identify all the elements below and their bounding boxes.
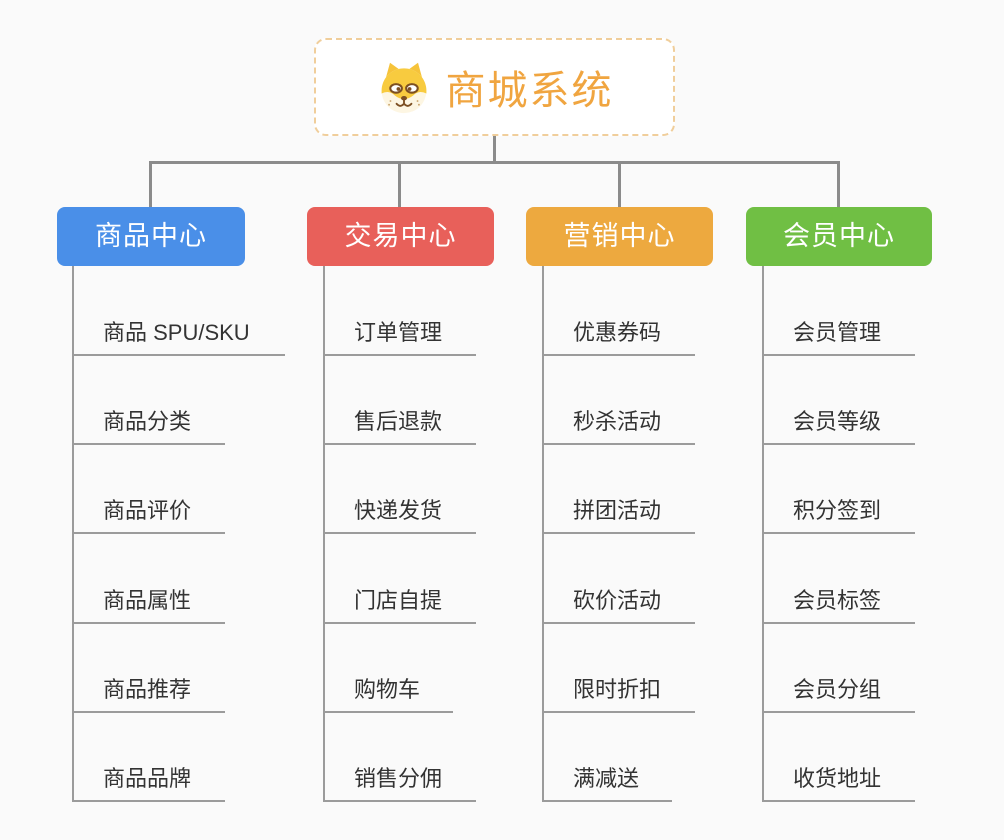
leaf-item[interactable]: 限时折扣 bbox=[543, 678, 695, 713]
branch-node-member-center[interactable]: 会员中心 bbox=[746, 207, 932, 266]
leaf-item[interactable]: 积分签到 bbox=[763, 499, 915, 534]
connector-drop-marketing bbox=[618, 161, 621, 207]
branch-node-trade-center[interactable]: 交易中心 bbox=[307, 207, 494, 266]
leaf-item[interactable]: 商品品牌 bbox=[73, 767, 225, 802]
leaf-item[interactable]: 商品推荐 bbox=[73, 678, 225, 713]
trunk-line-marketing bbox=[542, 266, 544, 802]
leaf-item[interactable]: 商品 SPU/SKU bbox=[73, 321, 285, 356]
connector-root-vertical bbox=[493, 136, 496, 163]
trunk-line-product bbox=[72, 266, 74, 802]
root-node[interactable]: 商城系统 bbox=[314, 38, 675, 136]
leaf-item[interactable]: 订单管理 bbox=[324, 321, 476, 356]
leaf-item[interactable]: 满减送 bbox=[543, 767, 672, 802]
leaf-item[interactable]: 秒杀活动 bbox=[543, 410, 695, 445]
leaf-item[interactable]: 收货地址 bbox=[763, 767, 915, 802]
root-title: 商城系统 bbox=[445, 69, 614, 113]
leaf-item[interactable]: 商品评价 bbox=[73, 499, 225, 534]
leaf-item[interactable]: 会员标签 bbox=[763, 589, 915, 624]
leaf-item[interactable]: 会员等级 bbox=[763, 410, 915, 445]
leaf-item[interactable]: 会员管理 bbox=[763, 321, 915, 356]
leaf-item[interactable]: 拼团活动 bbox=[543, 499, 695, 534]
dog-logo-icon bbox=[381, 62, 426, 114]
leaf-item[interactable]: 砍价活动 bbox=[543, 589, 695, 624]
trunk-line-member bbox=[762, 266, 764, 802]
branch-node-product-center[interactable]: 商品中心 bbox=[57, 207, 245, 266]
connector-horizontal bbox=[149, 161, 840, 164]
leaf-item[interactable]: 购物车 bbox=[324, 678, 453, 713]
leaf-item[interactable]: 商品属性 bbox=[73, 589, 225, 624]
leaf-item[interactable]: 商品分类 bbox=[73, 410, 225, 445]
connector-drop-product bbox=[149, 161, 152, 207]
trunk-line-trade bbox=[323, 266, 325, 802]
connector-drop-member bbox=[837, 161, 840, 207]
branch-node-marketing-center[interactable]: 营销中心 bbox=[526, 207, 713, 266]
leaf-item[interactable]: 快递发货 bbox=[324, 499, 476, 534]
leaf-item[interactable]: 门店自提 bbox=[324, 589, 476, 624]
leaf-item[interactable]: 优惠券码 bbox=[543, 321, 695, 356]
leaf-item[interactable]: 售后退款 bbox=[324, 410, 476, 445]
leaf-item[interactable]: 销售分佣 bbox=[324, 767, 476, 802]
leaf-item[interactable]: 会员分组 bbox=[763, 678, 915, 713]
connector-drop-trade bbox=[398, 161, 401, 207]
